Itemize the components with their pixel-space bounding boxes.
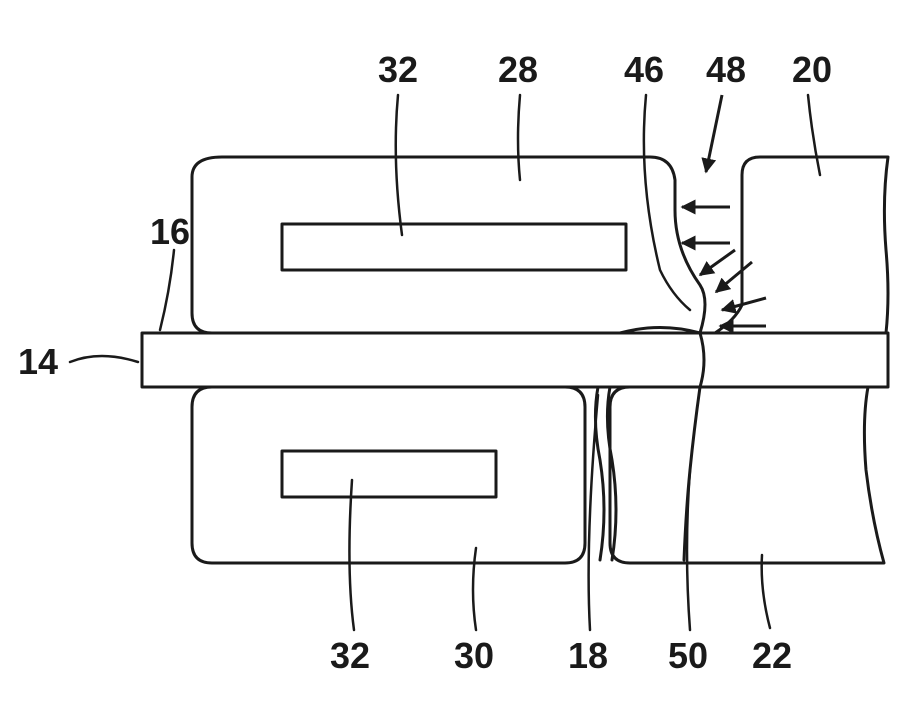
lower-part-22 [610, 387, 884, 563]
label-18: 18 [568, 635, 608, 676]
lower-clamp-30 [192, 387, 585, 563]
insert-32-bottom [282, 451, 496, 497]
label-32-bottom: 32 [330, 635, 370, 676]
upper-clamp-28 [192, 157, 705, 333]
label-48: 48 [706, 49, 746, 90]
weld-boundary-46 [620, 328, 704, 388]
label-32-top: 32 [378, 49, 418, 90]
label-20: 20 [792, 49, 832, 90]
leader-lines [70, 95, 820, 630]
upper-part-20 [715, 157, 888, 333]
label-16: 16 [150, 211, 190, 252]
label-46: 46 [624, 49, 664, 90]
label-50: 50 [668, 635, 708, 676]
label-14: 14 [18, 341, 58, 382]
gap-18 [595, 387, 616, 560]
label-28: 28 [498, 49, 538, 90]
energy-arrows-48 [682, 95, 766, 326]
insert-32-top [282, 224, 626, 270]
label-22: 22 [752, 635, 792, 676]
strip-14 [142, 333, 888, 387]
label-30: 30 [454, 635, 494, 676]
